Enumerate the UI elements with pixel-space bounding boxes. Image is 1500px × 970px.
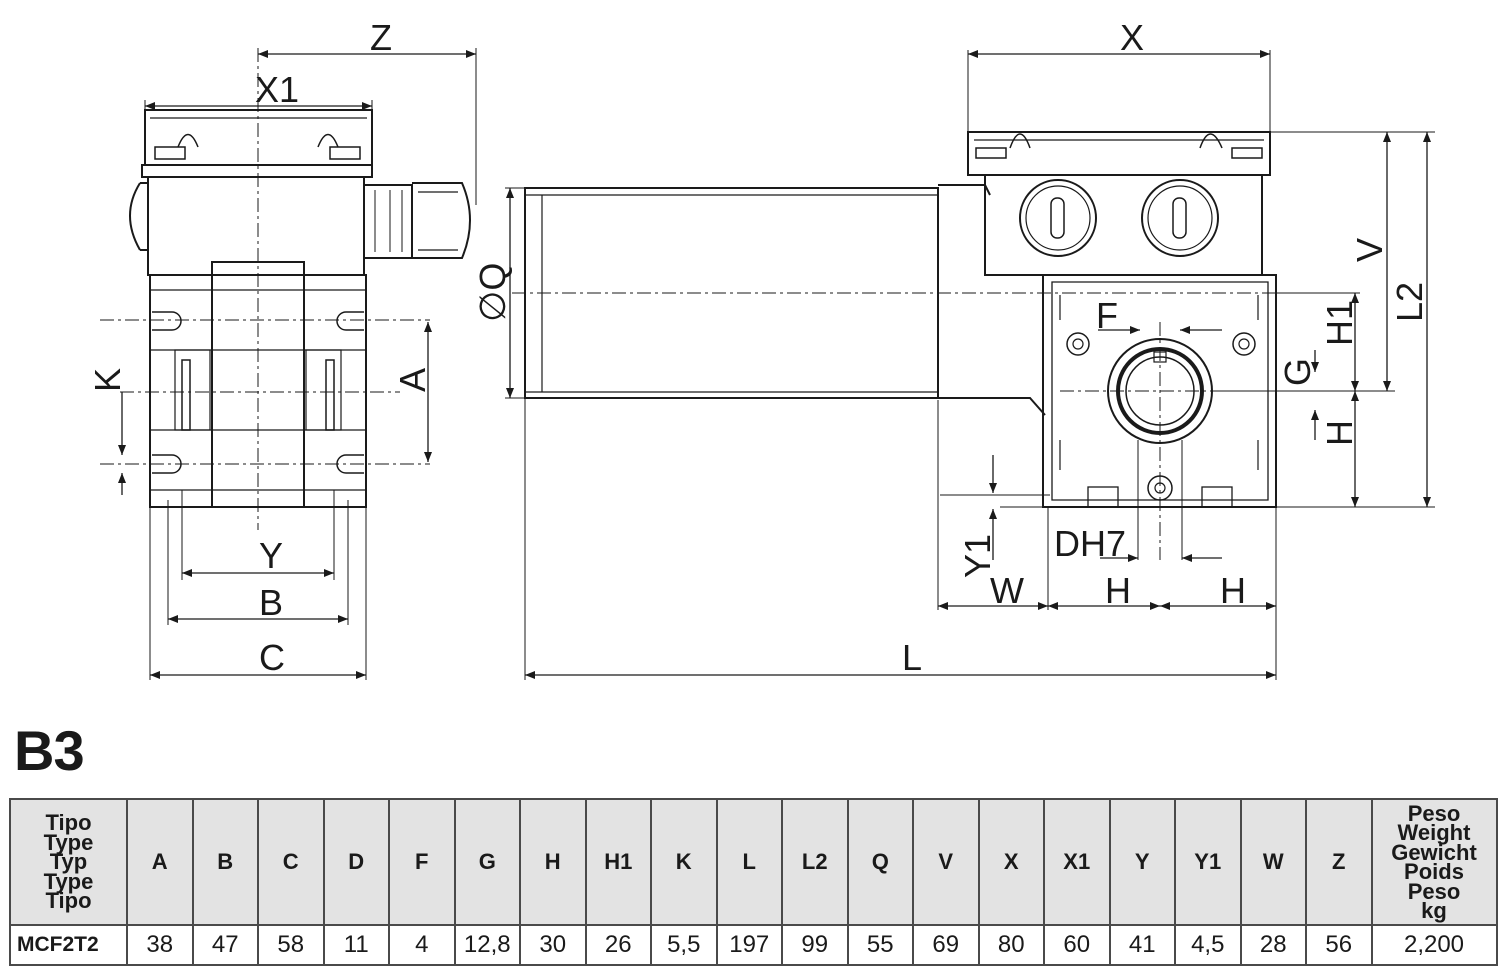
header-type-line: Tipo — [45, 810, 92, 836]
cell-G: 12,8 — [453, 924, 521, 966]
dim-label-X: X — [1120, 17, 1144, 58]
dim-label-L: L — [902, 637, 922, 678]
header-C: C — [257, 798, 325, 926]
cell-F: 4 — [388, 924, 456, 966]
header-D: D — [322, 798, 390, 926]
header-K: K — [650, 798, 718, 926]
dim-label-G: G — [1277, 358, 1318, 386]
header-weight-line: Gewicht — [1391, 839, 1477, 865]
variant-title: B3 — [14, 719, 85, 782]
side-view — [100, 48, 477, 680]
dim-label-A: A — [392, 368, 433, 392]
header-H1: H1 — [584, 798, 652, 926]
dim-label-Q: ∅Q — [472, 263, 513, 322]
header-W: W — [1239, 798, 1307, 926]
header-type-line: Type — [43, 829, 94, 855]
dim-label-H-vertical: H — [1319, 420, 1360, 446]
header-type-line: Type — [43, 868, 94, 894]
header-weight-line: Peso — [1407, 800, 1461, 826]
technical-drawing: Z X1 K A Y B C — [87, 17, 1435, 680]
cell-L: 197 — [715, 924, 783, 966]
header-weight: Peso Weight Gewicht Poids Peso kg — [1370, 798, 1498, 926]
cell-H: 30 — [519, 924, 587, 966]
dim-label-Z: Z — [370, 17, 392, 58]
dim-label-K: K — [87, 368, 128, 392]
front-view — [505, 50, 1435, 680]
dimensions-table: Tipo Type Typ Type Tipo A B C D F G H H1… — [9, 798, 1498, 966]
dim-label-V: V — [1349, 238, 1390, 262]
header-Y1: Y1 — [1174, 798, 1242, 926]
header-Q: Q — [846, 798, 914, 926]
header-weight-line: kg — [1421, 898, 1447, 923]
header-V: V — [912, 798, 980, 926]
dim-label-W: W — [990, 570, 1024, 611]
header-B: B — [191, 798, 259, 926]
header-X1: X1 — [1043, 798, 1111, 926]
cell-B: 47 — [191, 924, 259, 966]
header-Z: Z — [1305, 798, 1373, 926]
table-header-row: Tipo Type Typ Type Tipo A B C D F G H H1… — [9, 798, 1498, 926]
dim-label-Y: Y — [259, 535, 283, 576]
cell-C: 58 — [257, 924, 325, 966]
dim-label-L2: L2 — [1389, 282, 1430, 322]
header-A: A — [126, 798, 194, 926]
header-F: F — [388, 798, 456, 926]
cell-X1: 60 — [1043, 924, 1111, 966]
dim-label-DH7: DH7 — [1054, 523, 1126, 564]
header-weight-line: Peso — [1407, 878, 1461, 904]
header-type-line: Typ — [49, 849, 88, 875]
dim-label-F: F — [1096, 295, 1118, 336]
header-type: Tipo Type Typ Type Tipo — [9, 798, 128, 926]
cell-Q: 55 — [846, 924, 914, 966]
cell-W: 28 — [1239, 924, 1307, 966]
header-type-line: Tipo — [45, 888, 92, 914]
cell-D: 11 — [322, 924, 390, 966]
cell-Z: 56 — [1305, 924, 1373, 966]
dim-label-H-right: H — [1220, 570, 1246, 611]
front-view-dimensions — [506, 50, 1431, 679]
cell-Y: 41 — [1108, 924, 1176, 966]
header-weight-line: Poids — [1404, 859, 1464, 884]
cell-Y1: 4,5 — [1174, 924, 1242, 966]
header-Y: Y — [1108, 798, 1176, 926]
header-L2: L2 — [781, 798, 849, 926]
dim-label-Y1: Y1 — [957, 534, 998, 578]
row-model: MCF2T2 — [9, 924, 128, 966]
cell-K: 5,5 — [650, 924, 718, 966]
cell-V: 69 — [912, 924, 980, 966]
cell-X: 80 — [977, 924, 1045, 966]
header-G: G — [453, 798, 521, 926]
dim-label-B: B — [259, 582, 283, 623]
table-row: MCF2T2 38 47 58 11 4 12,8 30 26 5,5 197 … — [9, 924, 1498, 966]
cell-H1: 26 — [584, 924, 652, 966]
header-H: H — [519, 798, 587, 926]
side-view-dimensions — [118, 50, 476, 679]
header-weight-line: Weight — [1397, 820, 1471, 845]
header-X: X — [977, 798, 1045, 926]
dim-label-X1: X1 — [255, 69, 299, 110]
dim-label-H1: H1 — [1319, 300, 1360, 346]
cell-weight: 2,200 — [1370, 924, 1498, 966]
dim-label-H-left: H — [1105, 570, 1131, 611]
dim-label-C: C — [259, 637, 285, 678]
cell-L2: 99 — [781, 924, 849, 966]
cell-A: 38 — [126, 924, 194, 966]
header-L: L — [715, 798, 783, 926]
